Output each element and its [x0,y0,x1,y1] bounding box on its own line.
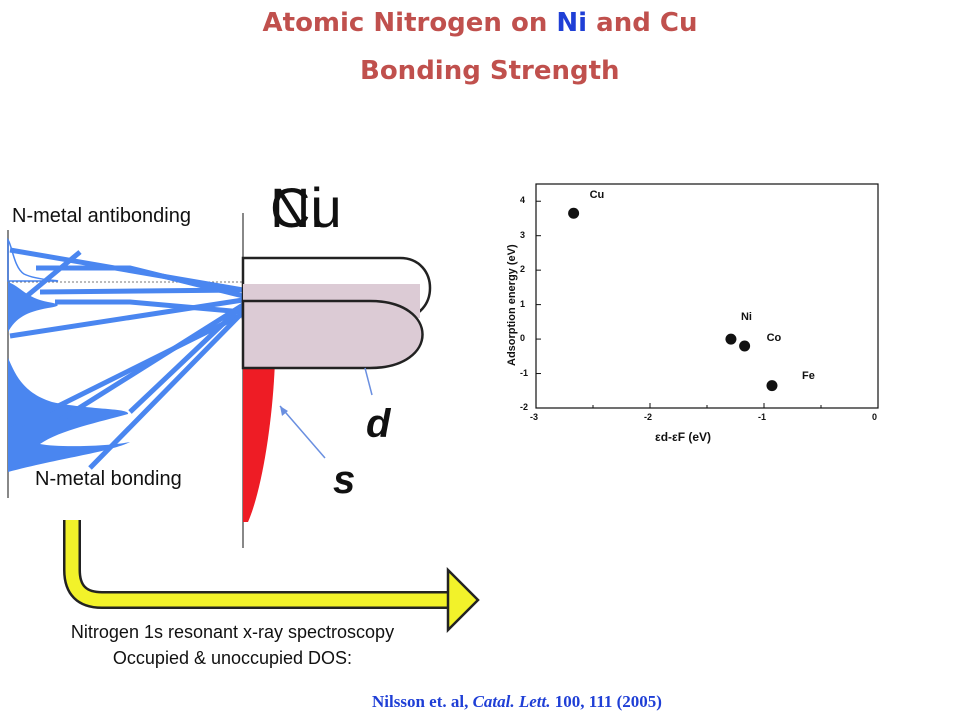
title-cu: Cu [659,8,698,38]
y-tick-label: 4 [520,195,526,206]
caption-line2: Occupied & unoccupied DOS: [112,648,353,668]
plot-y-axis-label: Adsorption energy (eV) [506,244,518,366]
title-prefix: Atomic Nitrogen on [262,8,557,38]
dos-peak-upper [8,282,58,332]
y-tick-label: 1 [520,298,526,309]
arrow-head [446,566,480,634]
plot-frame [535,183,879,409]
connection-lines [8,247,245,470]
slide-subtitle: Bonding Strength [360,56,620,86]
antibonding-label: N-metal antibonding [12,205,191,227]
y-tick-label: 3 [520,229,526,240]
d-band-lower [241,299,424,370]
s-pointer-head [280,406,288,416]
metal-label-cu: Cu [270,176,342,239]
caption-line1: Nitrogen 1s resonant x-ray spectroscopy [70,622,395,642]
s-band-label: s [333,458,356,502]
x-tick-label: -3 [530,412,539,422]
title-ni: Ni [556,8,588,38]
y-tick-label: -2 [520,402,529,412]
x-tick-label: -2 [644,412,653,422]
d-pointer [364,367,373,396]
y-tick-label: -1 [520,367,529,378]
point-label-cu: Cu [589,189,605,202]
y-tick-label: 2 [520,264,526,275]
d-band-label: d [366,402,391,446]
s-pointer [279,405,326,459]
title-and: and [587,8,660,38]
data-point-fe [766,380,778,392]
ref-rest: 100, 111 (2005) [550,692,662,711]
data-point-cu [568,207,580,219]
bonding-label: N-metal bonding [35,468,182,490]
arrow-body [65,520,452,607]
x-tick-label: 0 [872,412,878,422]
s-band [243,340,275,522]
point-label-fe: Fe [801,369,815,382]
data-point-ni [725,333,737,345]
plot-x-axis-label: εd-εF (eV) [655,430,712,444]
ref-authors: Nilsson et. al, [372,692,473,711]
slide-title: Atomic Nitrogen on Ni and Cu [0,8,960,38]
y-tick-label: 0 [520,333,526,344]
ref-journal: Catal. Lett. [472,692,551,711]
metal-label-ni: Ni [270,176,323,239]
point-label-co: Co [766,331,782,344]
point-label-ni: Ni [740,311,752,324]
x-tick-label: -1 [758,412,767,422]
reference: Nilsson et. al, Catal. Lett. 100, 111 (2… [372,692,662,712]
data-point-co [739,340,751,352]
